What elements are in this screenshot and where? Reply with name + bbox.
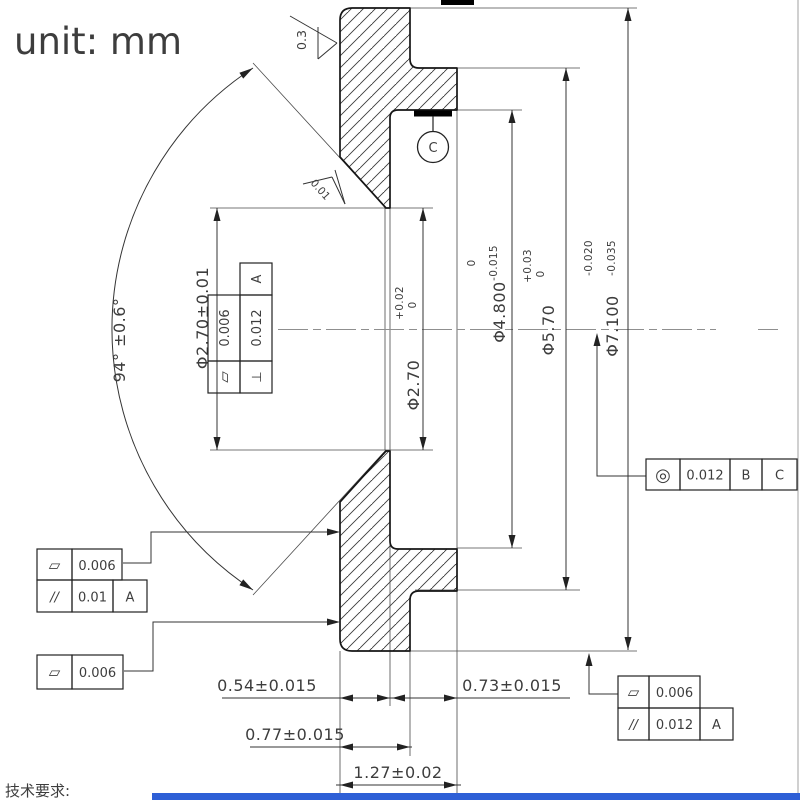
- dim-bore-mid-sup: 0: [466, 260, 478, 267]
- perpendicularity-icon: ⊥: [250, 371, 265, 382]
- roughness-symbol-cone: [302, 169, 346, 205]
- angle-dimension-arc: [111, 67, 254, 591]
- unit-label: unit: mm: [14, 20, 182, 63]
- dim-step-od-sub: 0: [535, 271, 547, 278]
- fcf-value: 0.012: [250, 309, 265, 346]
- parallelism-icon: //: [628, 718, 639, 733]
- fcf-right: ◎ 0.012 B C: [645, 458, 798, 491]
- lower-section-hatch: [340, 451, 457, 651]
- flatness-icon: ▱: [49, 556, 61, 574]
- upper-section-hatch: [340, 8, 457, 208]
- roughness-top-value: 0.3: [294, 30, 309, 50]
- datum-c-bar: [414, 110, 452, 117]
- extension-lines: [210, 0, 799, 800]
- dim-flange-od-sub: -0.035: [606, 240, 618, 276]
- roughness-cone-value: 0.01: [308, 177, 333, 202]
- fcf-value: 0.006: [656, 686, 693, 701]
- dim-flange-od-sup: -0.020: [583, 240, 595, 276]
- datum-c-symbol: C: [414, 0, 474, 164]
- dim-bore-small-right-sup: +0.02: [394, 286, 406, 320]
- parallelism-icon: //: [49, 591, 60, 606]
- flatness-icon: ▱: [628, 683, 640, 701]
- roughness-symbol-top: [289, 15, 338, 60]
- dim-flange-od: Φ7.100: [603, 295, 622, 356]
- feature-control-frames: ▱ 0.006 // 0.01 A ▱ 0.006 ▱ 0.006 ⊥ 0.01…: [36, 262, 798, 741]
- fcf-value: 0.006: [218, 309, 233, 346]
- dim-len-skirt: 0.73±0.015: [462, 676, 562, 695]
- concentricity-icon: ◎: [655, 465, 671, 486]
- fcf-bottom-right: ▱ 0.006 // 0.012 A: [617, 675, 734, 741]
- datum-top-bar: [441, 0, 474, 5]
- dim-bore-small-right-sub: 0: [407, 302, 419, 309]
- dim-bore-small-left: Φ2.70±0.01: [193, 267, 212, 369]
- dim-bore-mid: Φ4.800: [490, 281, 509, 342]
- fcf-left-bottom: ▱ 0.006: [36, 654, 124, 690]
- dim-step-od: Φ5.70: [539, 305, 558, 356]
- arrowheads: [213, 8, 632, 789]
- part-outline: [339, 7, 458, 652]
- section-hatching: [340, 8, 457, 651]
- datum-c-label: C: [428, 141, 437, 156]
- dim-len-total: 1.27±0.02: [353, 763, 442, 782]
- flatness-icon: ▱: [49, 663, 61, 681]
- dim-len-web: 0.54±0.015: [217, 676, 317, 695]
- dim-bore-mid-sub: -0.015: [488, 245, 500, 281]
- dimension-lines: [111, 8, 629, 786]
- fcf-value: 0.006: [79, 666, 116, 681]
- surface-finish-symbols: [289, 15, 346, 205]
- dim-cone-angle: 94° ±0.6°: [110, 298, 129, 383]
- fcf-mid-rotated: ▱ 0.006 ⊥ 0.012 A: [207, 262, 273, 394]
- datum-c-circle: [416, 130, 450, 164]
- fcf-datum-ref: A: [712, 718, 721, 733]
- fcf-datum-ref: C: [775, 469, 784, 484]
- flatness-icon: ▱: [215, 371, 233, 383]
- fcf-left-top: ▱ 0.006 // 0.01 A: [36, 548, 148, 613]
- dim-step-od-sup: +0.03: [522, 249, 534, 283]
- leader-lines: [123, 346, 646, 695]
- fcf-value: 0.012: [656, 718, 693, 733]
- fcf-value: 0.012: [686, 469, 723, 484]
- dim-bore-small-right: Φ2.70: [404, 360, 423, 411]
- dim-len-flange: 0.77±0.015: [245, 725, 345, 744]
- fcf-datum-ref: B: [742, 469, 751, 484]
- technical-requirements-label: 技术要求:: [5, 782, 70, 800]
- dimension-labels: Φ2.70±0.01 Φ2.70 +0.02 0 Φ4.800 0 -0.015…: [110, 240, 622, 782]
- bottom-blue-bar: [152, 793, 800, 800]
- fcf-datum-ref: A: [250, 274, 265, 283]
- fcf-value: 0.006: [78, 559, 115, 574]
- fcf-datum-ref: A: [126, 591, 135, 606]
- fcf-value: 0.01: [78, 591, 107, 606]
